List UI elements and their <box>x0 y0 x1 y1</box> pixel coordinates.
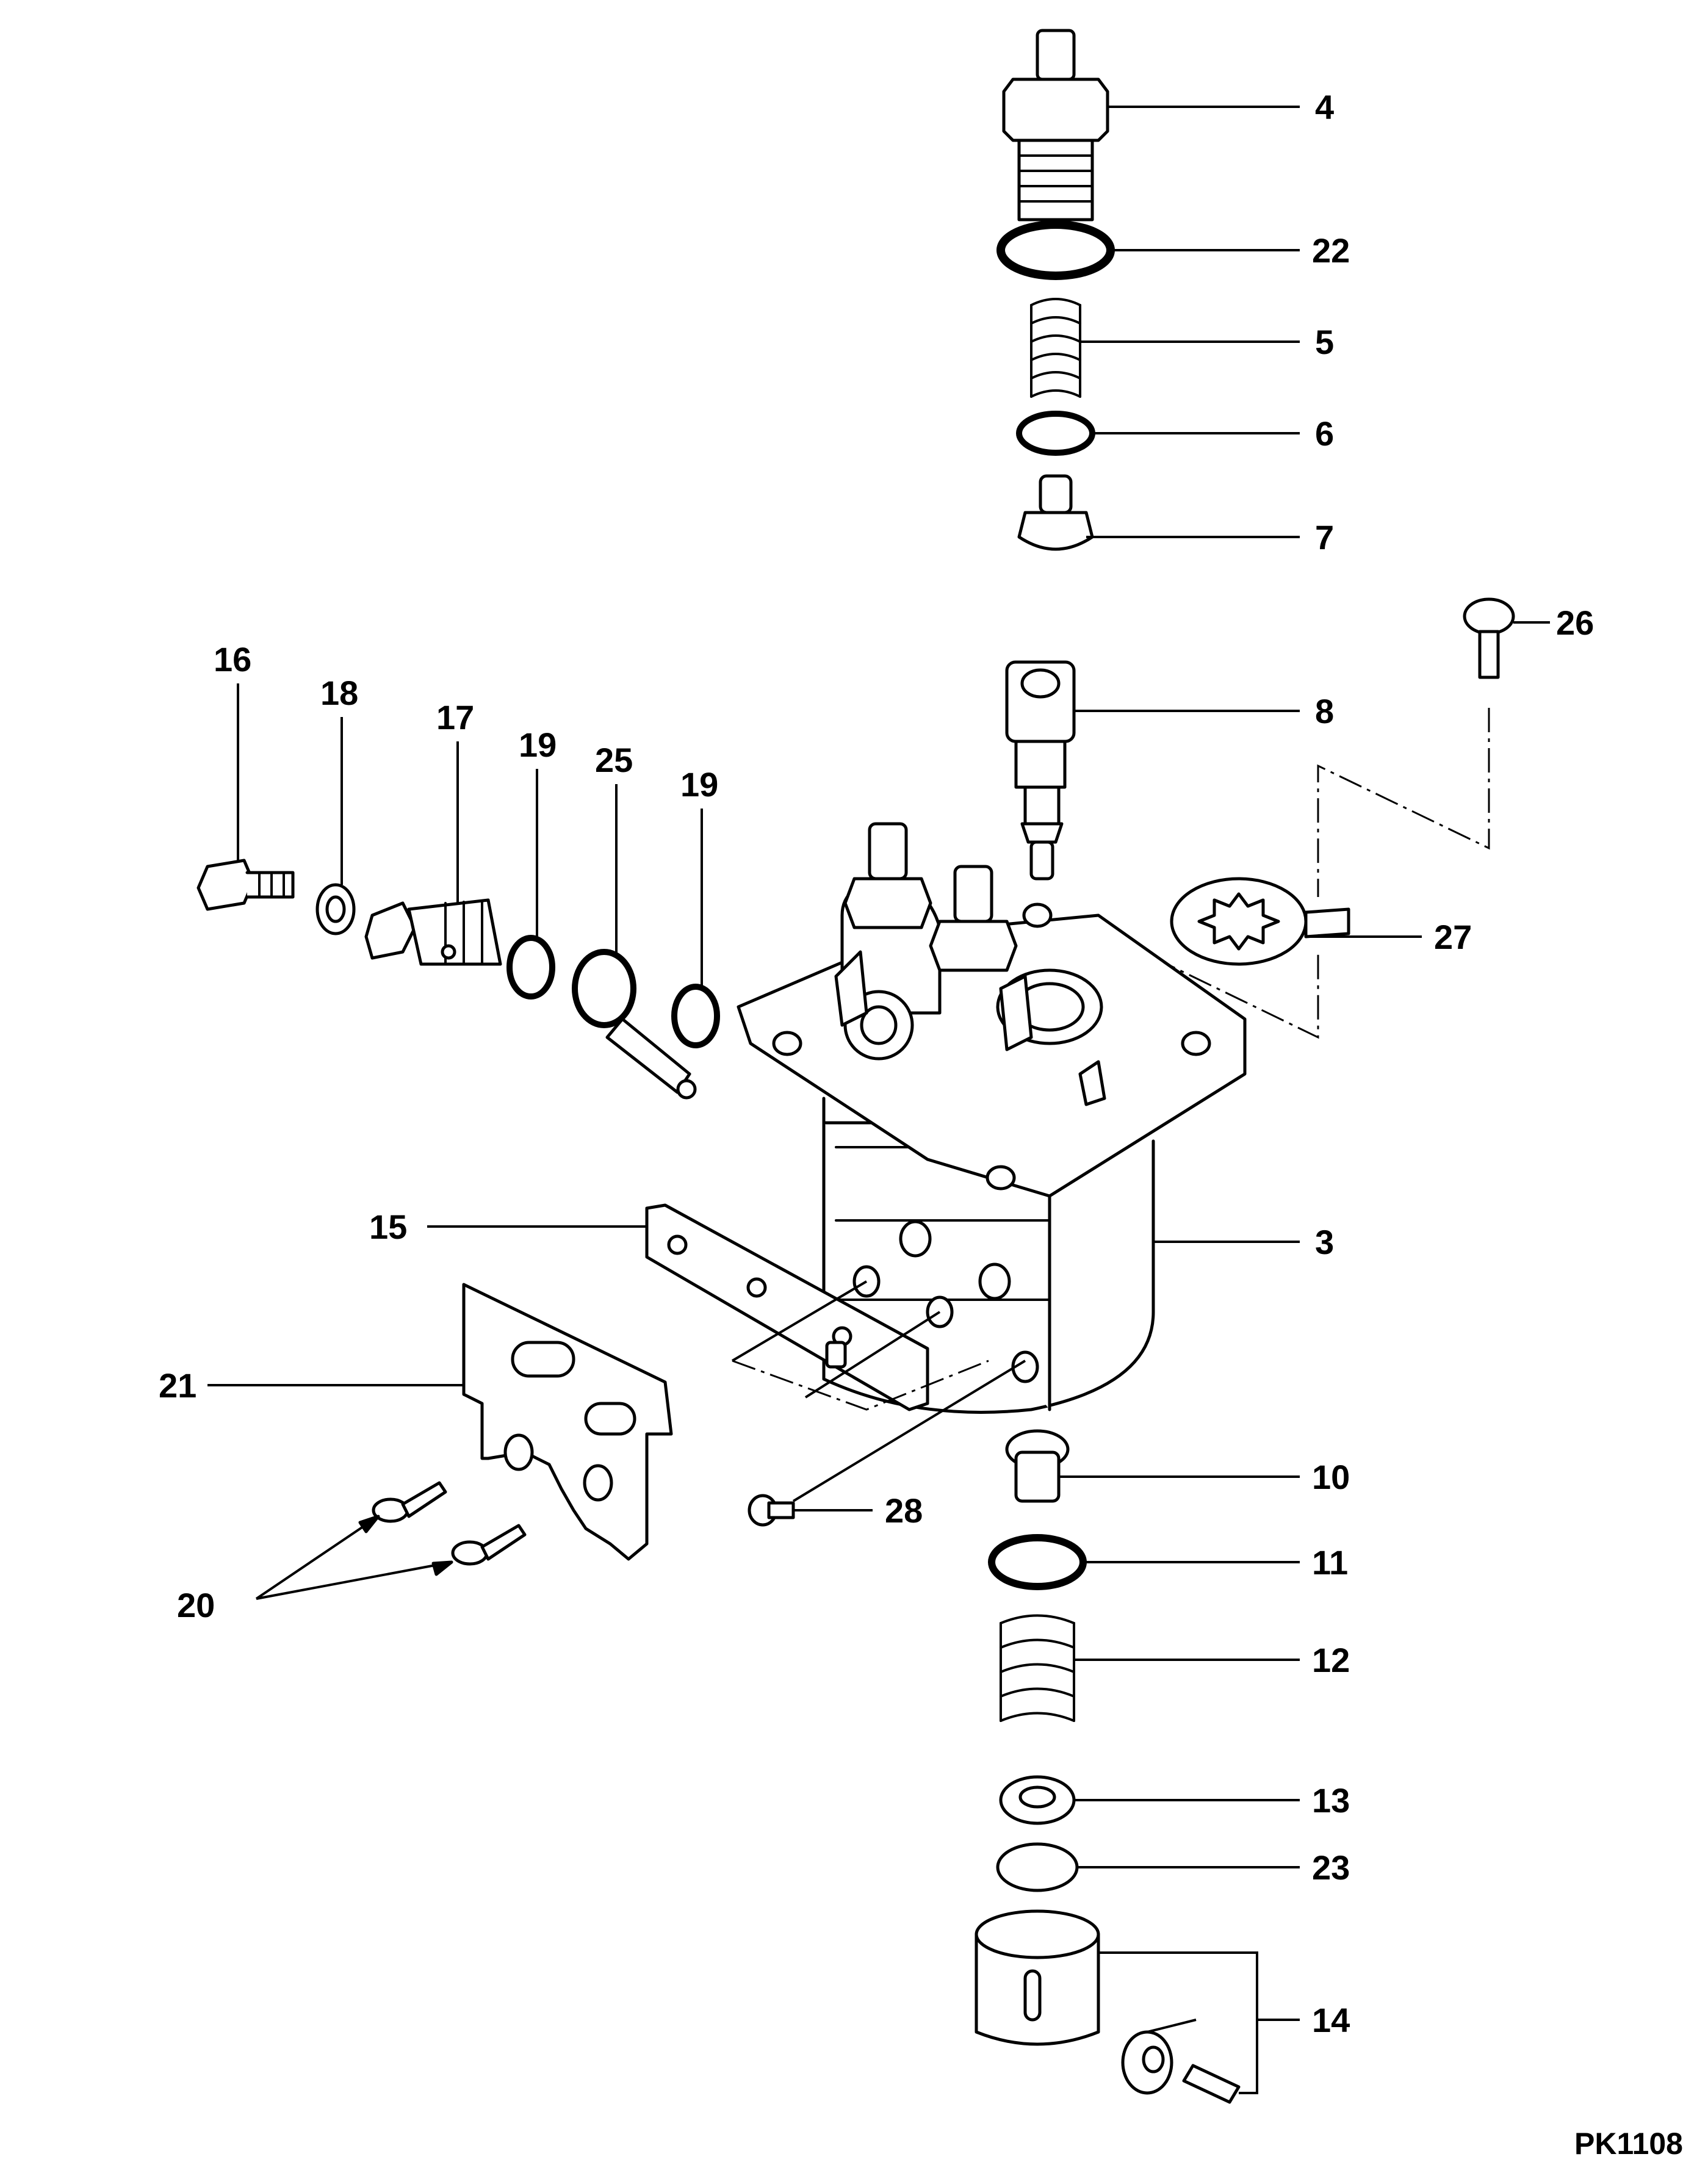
pump-housing <box>737 822 1247 1414</box>
callout-17: 17 <box>436 698 474 737</box>
callout-5: 5 <box>1315 323 1334 361</box>
cover-plate <box>462 1283 673 1561</box>
callout-10: 10 <box>1312 1458 1350 1496</box>
leader-rack-holes <box>731 1280 941 1399</box>
callout-26: 26 <box>1556 603 1594 642</box>
callout-12: 12 <box>1312 1641 1350 1679</box>
callout-14: 14 <box>1312 2001 1350 2039</box>
callout-22: 22 <box>1312 231 1350 270</box>
adjusting-shim <box>996 1842 1079 1892</box>
callout-labels: 4 22 5 6 7 26 8 16 18 17 19 25 19 27 15 … <box>159 88 1683 2161</box>
callout-11: 11 <box>1312 1543 1348 1582</box>
callout-27: 27 <box>1434 918 1472 956</box>
callout-25: 25 <box>595 741 633 779</box>
screws-pair <box>372 1481 527 1566</box>
callout-13: 13 <box>1312 1781 1350 1820</box>
leader-lines <box>207 106 1550 2094</box>
pin <box>748 1494 795 1527</box>
drawing-code: PK1108 <box>1574 2127 1683 2161</box>
delivery-valve <box>1017 474 1094 551</box>
control-sleeve <box>1005 1429 1070 1503</box>
washer-19-right <box>671 984 720 1048</box>
washer-19-left <box>506 935 555 1000</box>
o-ring <box>996 220 1115 280</box>
callout-4: 4 <box>1315 88 1334 126</box>
tappet-assembly <box>975 1909 1241 2104</box>
callout-20: 20 <box>177 1586 215 1624</box>
callout-19-left: 19 <box>519 726 557 764</box>
callout-6: 6 <box>1315 414 1334 453</box>
phantom-line-rack <box>732 1360 989 1411</box>
banjo-bolt <box>196 859 295 911</box>
callout-23: 23 <box>1312 1848 1350 1887</box>
delivery-valve-holder <box>1002 29 1109 222</box>
callout-3: 3 <box>1315 1223 1334 1261</box>
delivery-valve-spring <box>1030 298 1081 398</box>
plunger <box>1005 660 1076 881</box>
small-screw <box>1463 597 1515 679</box>
callout-28: 28 <box>885 1491 923 1530</box>
phantom-line-lockplate <box>1116 938 1319 1039</box>
control-rack <box>645 1203 929 1411</box>
banjo-pipe-joint <box>572 949 697 1100</box>
spring-seat-lower <box>999 1775 1076 1825</box>
callout-15: 15 <box>369 1208 407 1246</box>
callout-18: 18 <box>320 674 358 712</box>
phantom-line-screw <box>1317 708 1490 897</box>
callout-16: 16 <box>214 640 251 679</box>
callout-8: 8 <box>1315 692 1334 730</box>
overflow-valve <box>364 898 502 966</box>
lock-plate <box>1170 877 1350 966</box>
leader-28 <box>792 1360 1026 1502</box>
callout-21: 21 <box>159 1366 196 1405</box>
plunger-spring <box>1000 1614 1075 1722</box>
spring-seat-upper <box>988 1534 1087 1590</box>
gasket <box>1016 411 1095 456</box>
callout-7: 7 <box>1315 518 1334 557</box>
washer-small <box>315 883 356 935</box>
callout-19-right: 19 <box>680 765 718 804</box>
